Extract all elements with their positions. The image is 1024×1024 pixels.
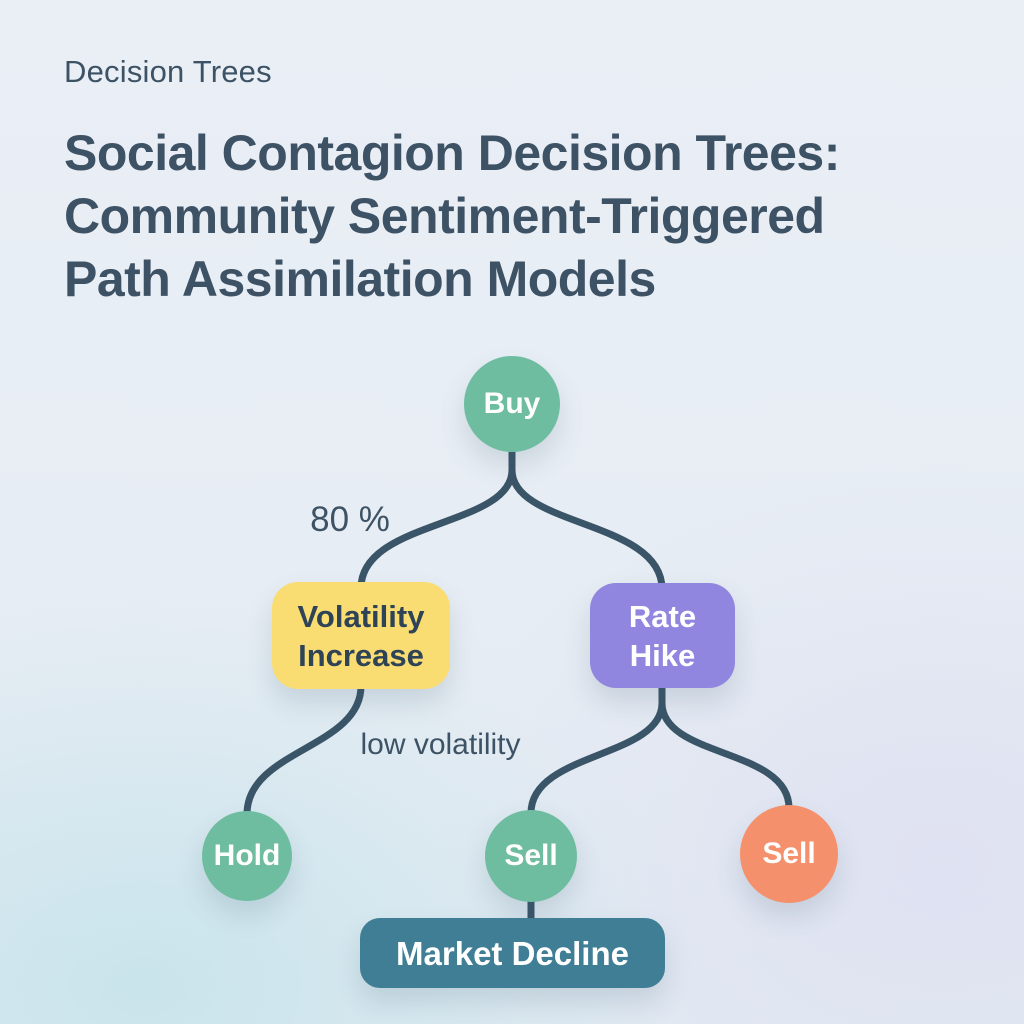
node-hold: Hold <box>202 811 292 901</box>
node-rate-hike: Rate Hike <box>590 583 735 688</box>
edge-label-80-percent: 80 % <box>310 500 390 539</box>
node-sell-right-label: Sell <box>762 837 816 870</box>
node-rate-hike-label: Rate Hike <box>628 598 697 673</box>
node-market-decline: Market Decline <box>360 918 665 988</box>
node-buy: Buy <box>464 356 560 452</box>
node-market-decline-label: Market Decline <box>396 934 629 972</box>
node-volatility-increase-label: Volatility Increase <box>297 598 425 673</box>
page-title: Social Contagion Decision Trees: Communi… <box>64 122 840 311</box>
page-title-line-3: Path Assimilation Models <box>64 251 656 307</box>
edge-ratehike-sellmid <box>527 699 666 817</box>
node-sell-right: Sell <box>740 805 838 903</box>
node-buy-label: Buy <box>483 387 541 420</box>
page-title-line-2: Community Sentiment-Triggered <box>64 188 825 244</box>
edge-volatility-hold <box>243 682 365 818</box>
edge-buy-ratehike <box>508 466 666 593</box>
node-sell-middle: Sell <box>485 810 577 902</box>
node-sell-middle-label: Sell <box>504 839 558 872</box>
edge-buy-volatility <box>357 466 516 592</box>
node-hold-label: Hold <box>213 839 281 872</box>
node-volatility-increase: Volatility Increase <box>272 582 450 689</box>
eyebrow-label: Decision Trees <box>64 54 272 89</box>
edge-ratehike-sellright <box>658 699 793 812</box>
edge-label-low-volatility: low volatility <box>360 728 521 761</box>
page-title-line-1: Social Contagion Decision Trees: <box>64 125 840 181</box>
